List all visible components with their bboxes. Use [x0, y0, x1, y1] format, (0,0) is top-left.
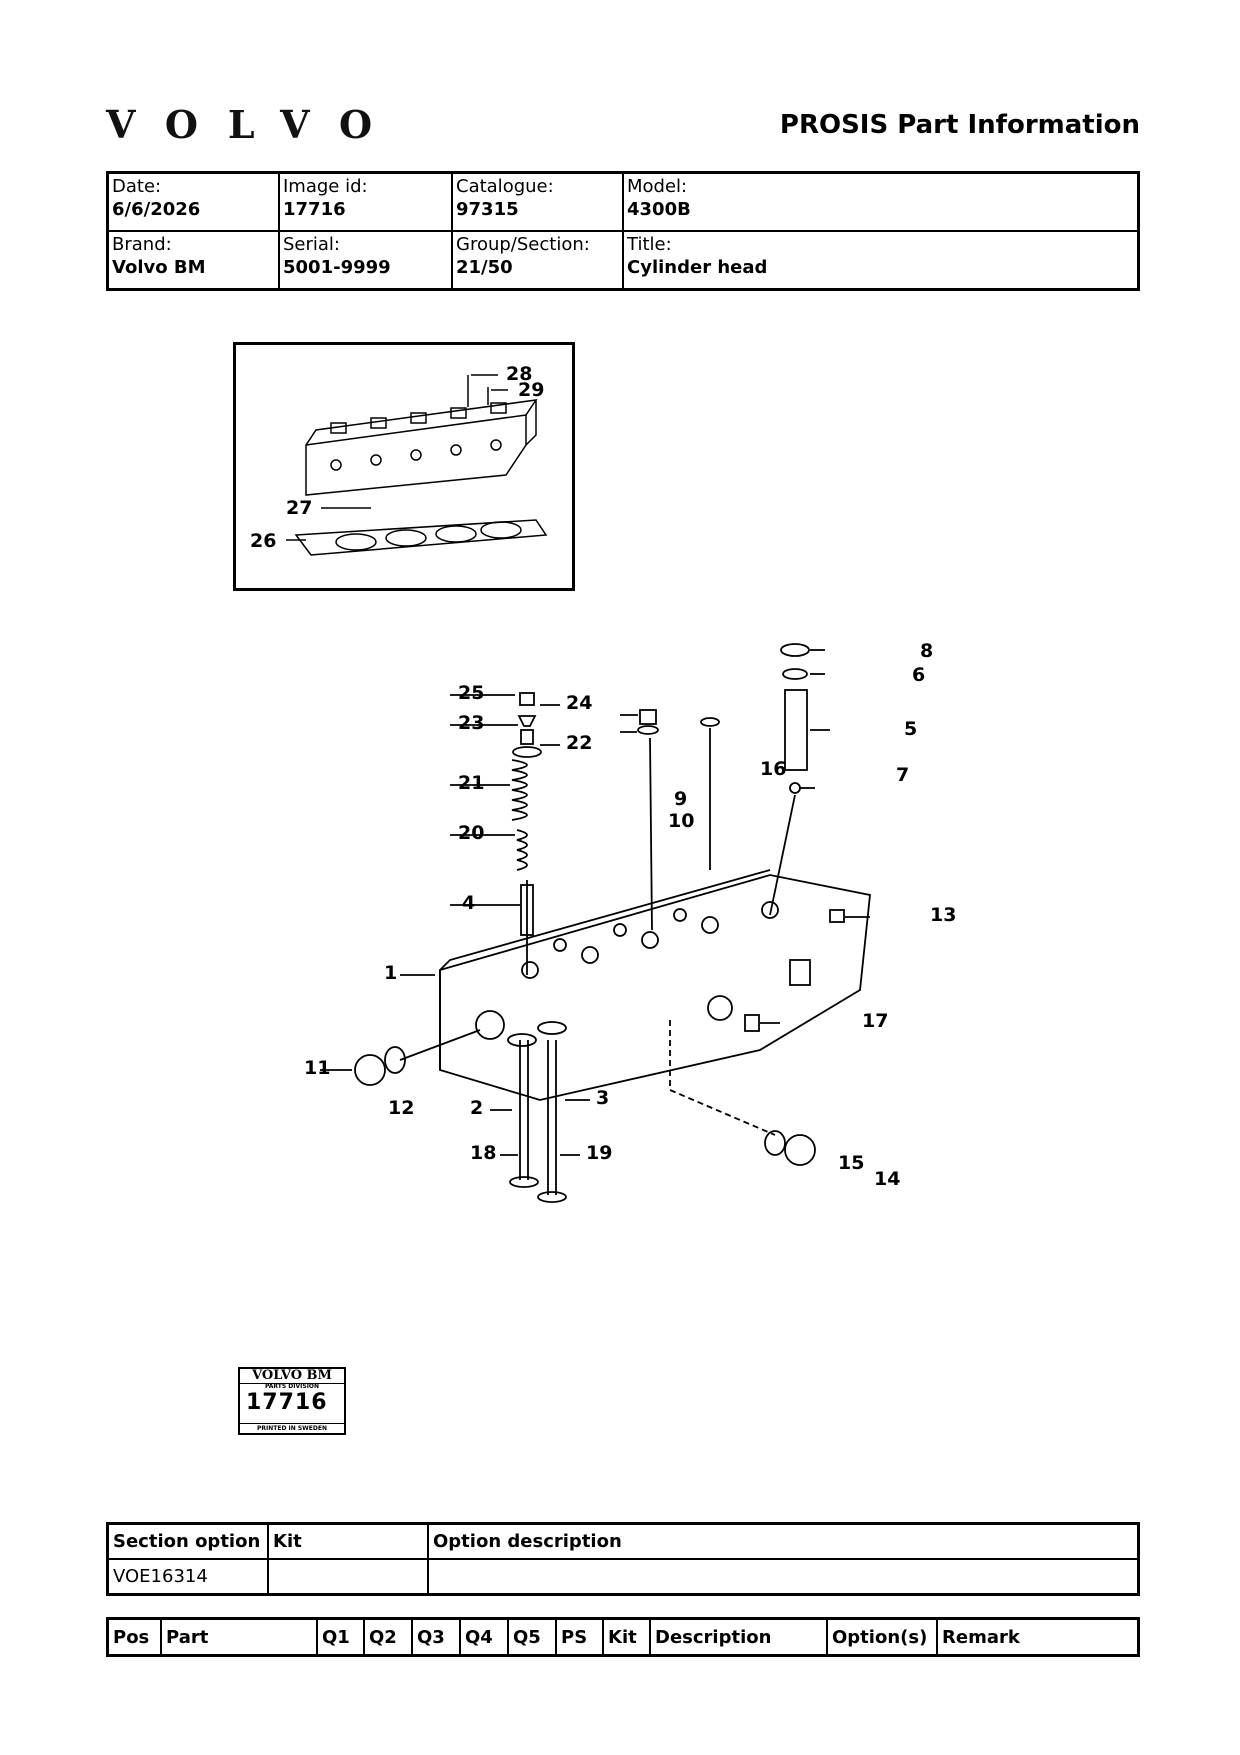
callout-label: 29 — [518, 379, 545, 401]
image-id-label: Image id: — [283, 176, 368, 197]
column-header: Q5 — [507, 1617, 557, 1657]
column-header: Q1 — [316, 1617, 365, 1657]
column-header: Option(s) — [826, 1617, 938, 1657]
callout-label: 3 — [596, 1087, 610, 1109]
inset-drawing — [286, 374, 548, 556]
group-label: Group/Section: — [456, 234, 590, 255]
callout-label: 9 — [674, 788, 688, 810]
model-label: Model: — [627, 176, 688, 197]
column-header: Part — [160, 1617, 318, 1657]
callout-label: 22 — [566, 732, 593, 754]
column-header: Q4 — [459, 1617, 509, 1657]
table-cell — [267, 1558, 429, 1596]
volvo-logo: VOLVO — [106, 102, 403, 147]
callout-label: 10 — [668, 810, 695, 832]
callout-label: 28 — [506, 363, 533, 385]
serial-label: Serial: — [283, 234, 340, 255]
brand-cell: Brand: Volvo BM — [106, 230, 280, 291]
date-label: Date: — [112, 176, 162, 197]
model-cell: Model: 4300B — [622, 171, 1140, 232]
column-header: Description — [649, 1617, 828, 1657]
title-cell: Title: Cylinder head — [622, 230, 1140, 291]
column-header: Remark — [936, 1617, 1140, 1657]
main-diagram: 25 24 23 22 21 20 4 1 11 12 2 3 18 19 9 … — [290, 630, 970, 1250]
callout-label: 6 — [912, 664, 926, 686]
serial-value: 5001-9999 — [283, 257, 391, 278]
callout-label: 23 — [458, 712, 485, 734]
serial-cell: Serial: 5001-9999 — [278, 230, 453, 291]
callout-label: 15 — [838, 1152, 865, 1174]
callout-label: 7 — [896, 764, 910, 786]
catalogue-cell: Catalogue: 97315 — [451, 171, 624, 232]
stamp-brand: VOLVO BM — [240, 1369, 344, 1384]
table-cell — [427, 1558, 1140, 1596]
parts-table: Pos Part Q1 Q2 Q3 Q4 Q5 PS Kit Descripti… — [106, 1617, 1140, 1657]
callout-label: 21 — [458, 772, 485, 794]
callout-label: 20 — [458, 822, 485, 844]
callout-label: 14 — [874, 1168, 901, 1190]
callout-label: 5 — [904, 718, 918, 740]
column-header: Kit — [602, 1617, 651, 1657]
image-id-cell: Image id: 17716 — [278, 171, 453, 232]
date-cell: Date: 6/6/2026 — [106, 171, 280, 232]
column-header: Section option — [106, 1522, 269, 1560]
brand-label: Brand: — [112, 234, 172, 255]
date-value: 6/6/2026 — [112, 199, 201, 220]
column-header: Pos — [106, 1617, 162, 1657]
title-label: Title: — [627, 234, 672, 255]
table-cell: VOE16314 — [106, 1558, 269, 1596]
stamp-number: 17716 — [246, 1390, 328, 1415]
page-title: PROSIS Part Information — [779, 110, 1140, 140]
brand-value: Volvo BM — [112, 257, 206, 278]
callout-label: 18 — [470, 1142, 497, 1164]
callout-label: 24 — [566, 692, 593, 714]
callout-label: 19 — [586, 1142, 613, 1164]
callout-label: 8 — [920, 640, 934, 662]
info-table: Date: 6/6/2026 Image id: 17716 Catalogue… — [106, 171, 1140, 291]
callout-label: 25 — [458, 682, 485, 704]
column-header: Q2 — [363, 1617, 413, 1657]
callout-label: 26 — [250, 530, 277, 552]
table-row: VOE16314 — [106, 1558, 1140, 1596]
column-header: PS — [555, 1617, 604, 1657]
image-stamp: VOLVO BM PARTS DIVISION 17716 PRINTED IN… — [238, 1367, 346, 1435]
callout-label: 13 — [930, 904, 957, 926]
group-cell: Group/Section: 21/50 — [451, 230, 624, 291]
callout-label: 1 — [384, 962, 398, 984]
callout-label: 11 — [304, 1057, 331, 1079]
catalogue-label: Catalogue: — [456, 176, 554, 197]
callout-label: 27 — [286, 497, 313, 519]
group-value: 21/50 — [456, 257, 513, 278]
main-drawing — [320, 643, 871, 1203]
callout-label: 16 — [760, 758, 787, 780]
column-header: Kit — [267, 1522, 429, 1560]
catalogue-value: 97315 — [456, 199, 519, 220]
inset-diagram: 28 29 27 26 — [233, 342, 575, 591]
title-value: Cylinder head — [627, 257, 768, 278]
stamp-division: PARTS DIVISION — [264, 1383, 320, 1390]
callout-label: 12 — [388, 1097, 415, 1119]
stamp-printed: PRINTED IN SWEDEN — [240, 1423, 344, 1433]
model-value: 4300B — [627, 199, 691, 220]
callout-label: 17 — [862, 1010, 889, 1032]
callout-label: 4 — [462, 892, 476, 914]
section-option-table: Section option Kit Option description VO… — [106, 1522, 1140, 1596]
image-id-value: 17716 — [283, 199, 346, 220]
callout-label: 2 — [470, 1097, 484, 1119]
column-header: Q3 — [411, 1617, 461, 1657]
column-header: Option description — [427, 1522, 1140, 1560]
